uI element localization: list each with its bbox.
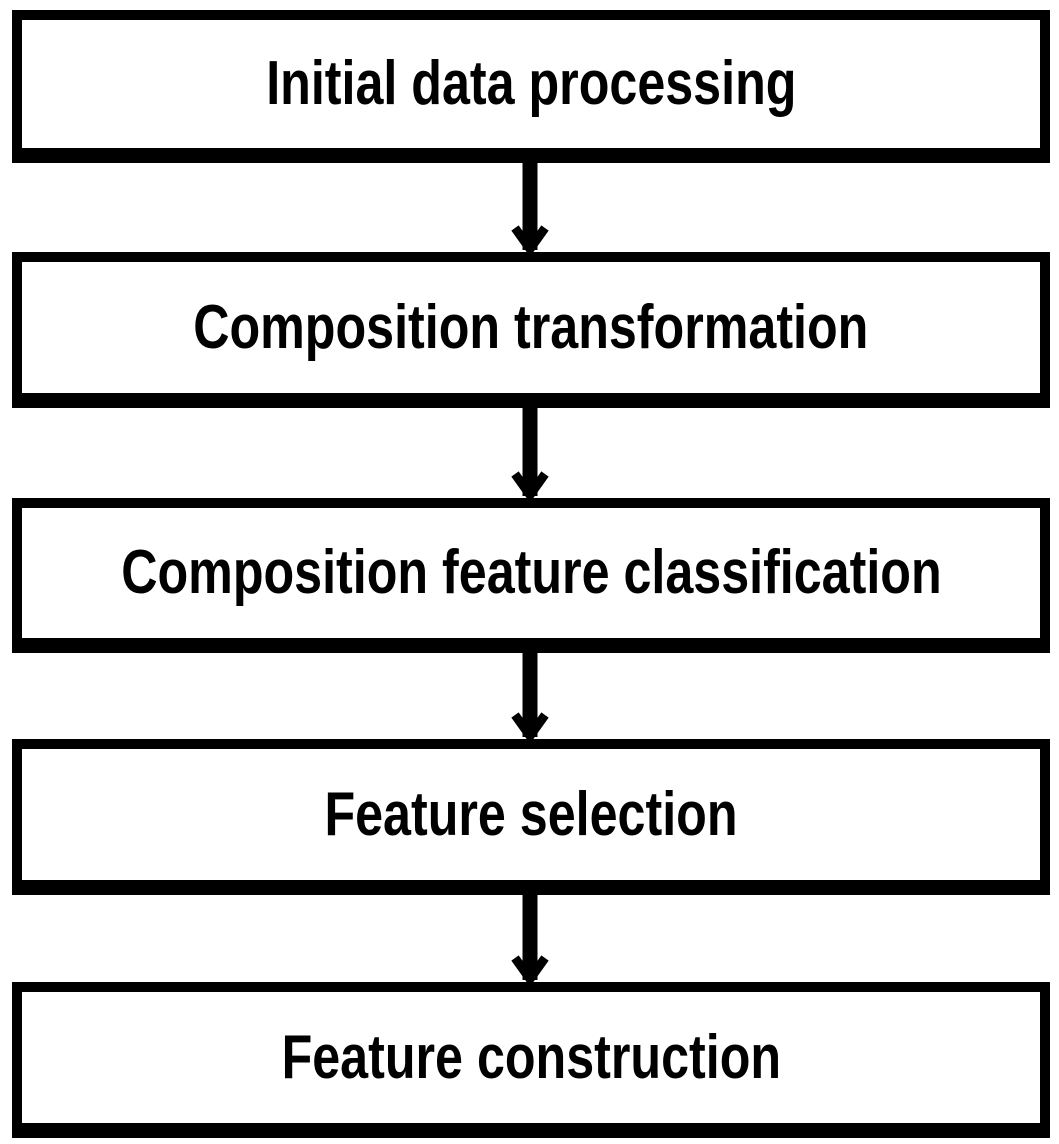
flow-step-feature-selection: Feature selection [12,739,1050,895]
flow-step-feature-construction: Feature construction [12,982,1050,1138]
arrow-down-icon [508,408,552,498]
arrow-down-icon [508,653,552,739]
flow-step-label: Feature construction [281,1022,781,1092]
flow-step-initial-data-processing: Initial data processing [12,10,1050,163]
flow-step-label: Feature selection [324,779,738,849]
arrow-down-icon [508,895,552,982]
flow-step-label: Initial data processing [265,49,797,118]
flow-step-label: Composition transformation [193,292,869,362]
flow-step-composition-transformation: Composition transformation [12,252,1050,408]
flow-step-composition-feature-classification: Composition feature classification [12,498,1050,653]
arrow-down-icon [508,163,552,252]
flow-step-label: Composition feature classification [120,538,942,607]
